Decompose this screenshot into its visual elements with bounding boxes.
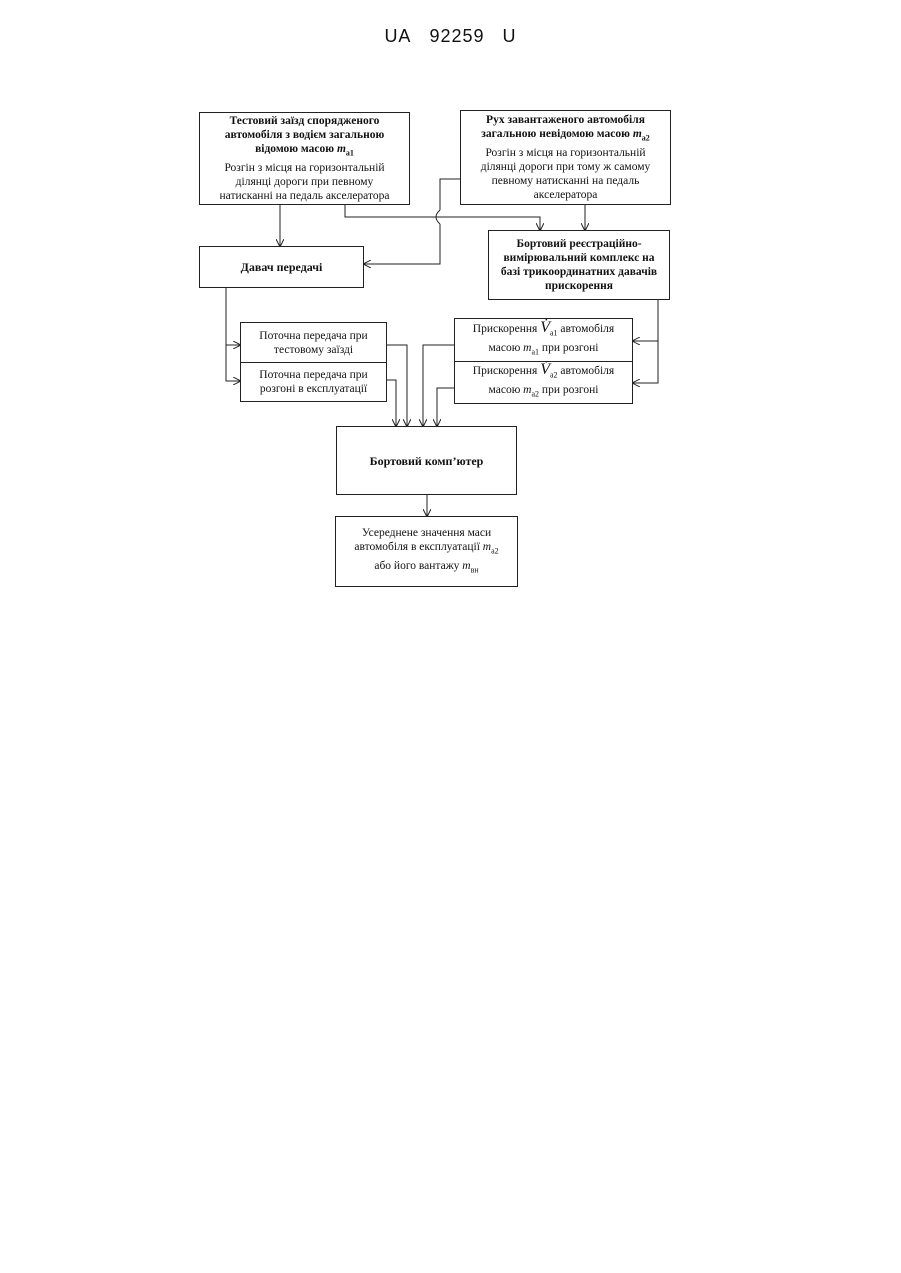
arrow-loaded-to-sensor-jump (436, 210, 440, 224)
current-gear-test: Поточна передача при тестовому заїзді (241, 323, 386, 363)
loaded-desc-3: певному натисканні на педаль (492, 174, 640, 188)
patent-country: UA (384, 26, 411, 46)
recorder-line-2: вимірювальний комплекс на (503, 251, 654, 265)
test-ride-desc-1: Розгін з місця на горизонтальній (224, 161, 384, 175)
arrow-gear-test-to-computer (387, 345, 407, 426)
gear-sensor-label: Давач передачі (241, 260, 323, 274)
loaded-desc-2: ділянці дороги при тому ж самому (481, 160, 651, 174)
loaded-title-2: загальною невідомою масою ma2 (481, 127, 650, 145)
loaded-desc-1: Розгін з місця на горизонтальній (485, 146, 645, 160)
gear-test-line-1: Поточна передача при (259, 329, 367, 343)
loaded-vehicle-box: Рух завантаженого автомобіля загальною н… (460, 110, 671, 205)
acceleration-mass-2: Прискорення V̇a2 автомобіля масою ma2 пр… (455, 361, 632, 403)
loaded-desc-4: акселератора (534, 188, 598, 202)
test-ride-box: Тестовий заїзд спорядженого автомобіля з… (199, 112, 410, 205)
onboard-computer-label: Бортовий комп’ютер (370, 454, 484, 468)
patent-kind: U (503, 26, 517, 46)
patent-number: 92259 (429, 26, 484, 46)
accel-2-line-2: масою ma2 при розгоні (489, 383, 599, 401)
arrow-accel-1-to-computer (423, 345, 454, 426)
acceleration-box: Прискорення V̇a1 автомобіля масою ma1 пр… (454, 318, 633, 404)
test-ride-desc-2: ділянці дороги при певному (236, 175, 374, 189)
test-ride-desc-3: натисканні на педаль акселератора (220, 189, 390, 203)
arrow-recorder-to-accel-1 (633, 300, 658, 341)
result-line-2: автомобіля в експлуатації ma2 (354, 540, 498, 558)
gear-run-line-2: розгоні в експлуатації (260, 382, 367, 396)
recorder-line-4: прискорення (545, 279, 613, 293)
arrow-loaded-to-sensor-b (364, 224, 440, 264)
gear-sensor-box: Давач передачі (199, 246, 364, 288)
current-gear-box: Поточна передача при тестовому заїзді По… (240, 322, 387, 402)
arrow-recorder-to-accel-2 (633, 341, 658, 383)
loaded-title-1: Рух завантаженого автомобіля (486, 113, 645, 127)
accel-1-line-1: Прискорення V̇a1 автомобіля (473, 321, 614, 340)
current-gear-run: Поточна передача при розгоні в експлуата… (241, 362, 386, 401)
gear-run-line-1: Поточна передача при (259, 368, 367, 382)
result-line-1: Усереднене значення маси (362, 526, 491, 540)
result-box: Усереднене значення маси автомобіля в ек… (335, 516, 518, 587)
test-ride-title-3: відомою масою ma1 (255, 142, 354, 160)
arrow-gear-run-to-computer (387, 380, 396, 426)
test-ride-title-1: Тестовий заїзд спорядженого (230, 114, 380, 128)
onboard-computer-box: Бортовий комп’ютер (336, 426, 517, 495)
patent-header: UA 92259 U (0, 26, 901, 47)
arrow-sensor-to-gear-run (226, 345, 240, 381)
test-ride-title-2: автомобіля з водієм загальною (225, 128, 385, 142)
recorder-line-3: базі трикоординатних давачів (501, 265, 657, 279)
recorder-line-1: Бортовий реєстраційно- (516, 237, 641, 251)
recorder-box: Бортовий реєстраційно- вимірювальний ком… (488, 230, 670, 300)
accel-2-line-1: Прискорення V̇a2 автомобіля (473, 363, 614, 382)
arrow-test-to-recorder (345, 205, 540, 230)
arrow-accel-2-to-computer (437, 388, 454, 426)
arrow-loaded-to-sensor-a (440, 179, 460, 210)
accel-1-line-2: масою ma1 при розгоні (489, 341, 599, 359)
result-line-3: або його вантажу mвн (374, 559, 478, 577)
acceleration-mass-1: Прискорення V̇a1 автомобіля масою ma1 пр… (455, 319, 632, 362)
gear-test-line-2: тестовому заїзді (274, 343, 353, 357)
arrow-sensor-to-gear-test (226, 288, 240, 345)
